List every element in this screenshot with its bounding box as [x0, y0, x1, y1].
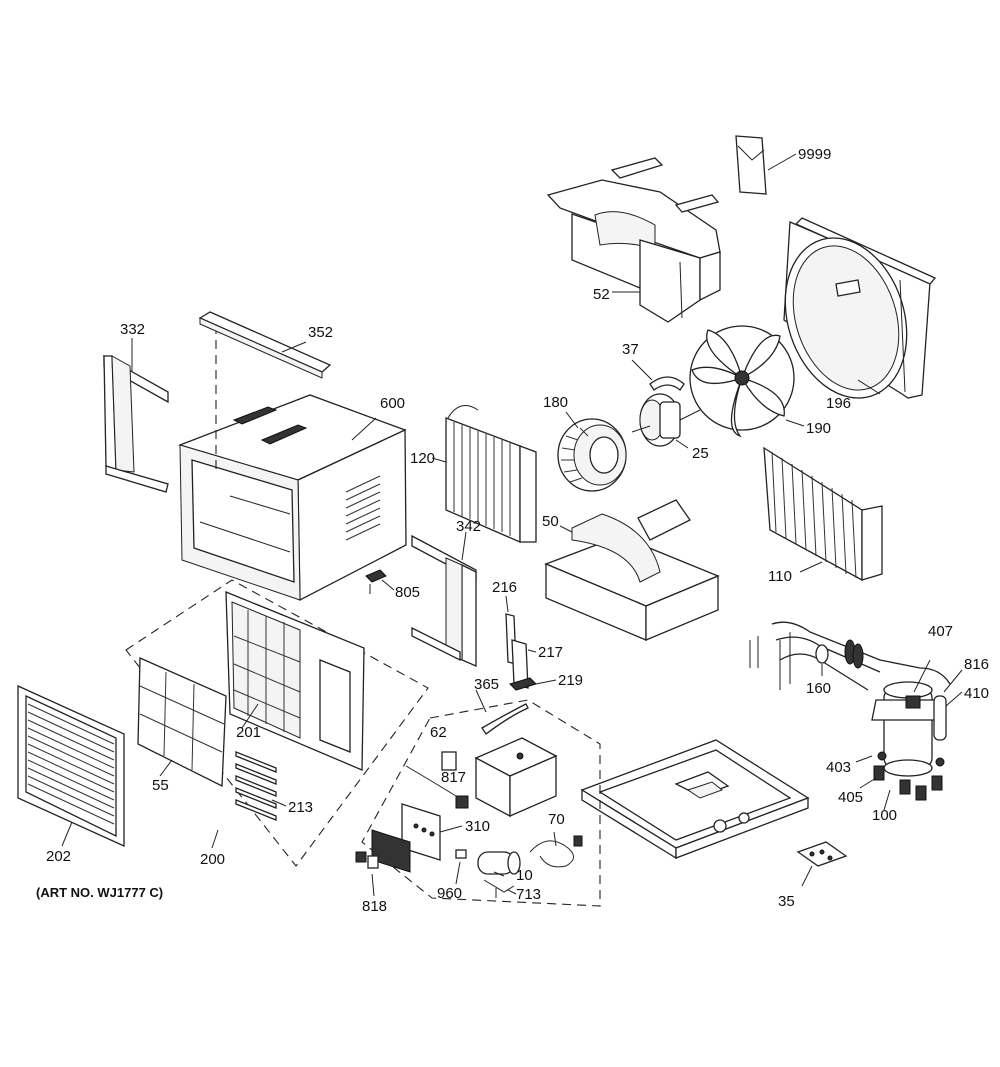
callout-25: 25: [692, 445, 709, 462]
part-52-air-duct: [546, 157, 721, 323]
callout-55: 55: [152, 777, 169, 794]
part-100-compressor: [855, 659, 963, 811]
callout-310: 310: [465, 818, 490, 835]
condenser-fins: [771, 451, 857, 579]
callout-100: 100: [872, 807, 897, 824]
callout-110: 110: [768, 568, 792, 585]
side-vent-louvers: [345, 475, 381, 541]
callout-600: 600: [380, 395, 405, 412]
part-365-rod: [475, 689, 529, 735]
part-110-condenser: [763, 446, 883, 582]
callout-9999: 9999: [798, 146, 831, 163]
part-50-blower-housing: [544, 499, 720, 641]
louver-stack: [235, 751, 277, 821]
callout-365: 365: [474, 676, 499, 693]
callout-713: 713: [516, 886, 541, 903]
callout-202: 202: [46, 848, 71, 865]
part-352-top-rail: [198, 311, 332, 379]
callout-200: 200: [200, 851, 225, 868]
callout-70: 70: [548, 811, 565, 828]
frame-grid: [233, 610, 301, 732]
part-202-front-grille: [17, 684, 125, 848]
part-base-pan: [580, 739, 810, 860]
part-35-hardware-kit: [796, 841, 848, 887]
grille-louvers: [27, 703, 115, 825]
callout-405: 405: [838, 789, 863, 806]
control-box-assembly: [355, 699, 601, 907]
evaporator-fins: [453, 422, 511, 536]
part-216-217-219-brackets: [505, 595, 557, 691]
callout-35: 35: [778, 893, 795, 910]
filter-grid: [139, 671, 225, 771]
part-refrigerant-tubing: [749, 621, 951, 691]
part-120-evaporator: [431, 405, 537, 543]
callout-410: 410: [964, 685, 989, 702]
callout-37: 37: [622, 341, 639, 358]
part-180-blower-wheel: [557, 411, 627, 492]
part-196-fan-shroud: [783, 217, 937, 399]
callout-50: 50: [542, 513, 559, 530]
callout-120: 120: [410, 450, 435, 467]
part-25-fan-motor: [631, 393, 701, 449]
blower-blades: [561, 427, 589, 483]
callout-62: 62: [430, 724, 447, 741]
callout-52: 52: [593, 286, 610, 303]
callout-labels: 9999 52 196 37 180 25 190 332 352 600 12…: [36, 146, 989, 915]
callout-960: 960: [437, 885, 462, 902]
callout-816: 816: [964, 656, 989, 673]
callout-201: 201: [236, 724, 261, 741]
callout-403: 403: [826, 759, 851, 776]
callout-817: 817: [441, 769, 466, 786]
callout-196: 196: [826, 395, 851, 412]
callout-10: 10: [516, 867, 533, 884]
callout-805: 805: [395, 584, 420, 601]
callout-342: 342: [456, 518, 481, 535]
part-342-side-curtain: [411, 531, 477, 667]
part-600-cabinet: [177, 325, 407, 602]
compressor-feet: [873, 765, 943, 801]
part-200-front-panel-assembly: [125, 579, 429, 867]
callout-332: 332: [120, 321, 145, 338]
callout-407: 407: [928, 623, 953, 640]
callout-352: 352: [308, 324, 333, 341]
art-number-caption: (ART NO. WJ1777 C): [36, 885, 163, 900]
part-805-clip: [365, 569, 395, 594]
callout-213: 213: [288, 799, 313, 816]
callout-818: 818: [362, 898, 387, 915]
callout-160: 160: [806, 680, 831, 697]
callout-217: 217: [538, 644, 563, 661]
top-vent-grille: [232, 406, 308, 445]
callout-180: 180: [543, 394, 568, 411]
part-37-bracket: [631, 359, 685, 391]
callout-219: 219: [558, 672, 583, 689]
part-9999-manual: [735, 135, 797, 195]
part-332-side-curtain: [103, 338, 169, 493]
part-190-fan-blade: [689, 325, 805, 438]
callout-216: 216: [492, 579, 517, 596]
callout-190: 190: [806, 420, 831, 437]
